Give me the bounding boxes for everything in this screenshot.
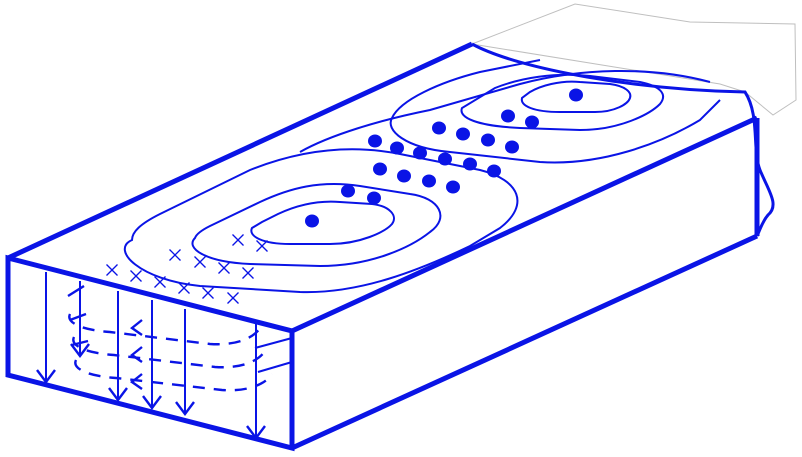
h-field-dash-segment bbox=[70, 314, 86, 320]
field-dot bbox=[373, 163, 387, 176]
field-cross bbox=[107, 265, 118, 276]
field-cross bbox=[219, 263, 230, 274]
field-cross bbox=[233, 235, 244, 246]
e-field-arrow bbox=[143, 300, 161, 408]
field-dot bbox=[367, 192, 381, 205]
field-dot bbox=[456, 128, 470, 141]
field-loops-cell-1 bbox=[125, 149, 518, 292]
field-dot bbox=[305, 215, 319, 228]
e-field-arrow bbox=[37, 272, 55, 382]
field-dot bbox=[413, 147, 427, 160]
field-dot bbox=[525, 116, 539, 129]
field-cross bbox=[170, 250, 181, 261]
field-dot bbox=[446, 181, 460, 194]
h-field-dash-segment bbox=[68, 286, 84, 296]
field-dot bbox=[481, 134, 495, 147]
field-dot bbox=[463, 158, 477, 171]
field-dot bbox=[501, 110, 515, 123]
field-dot bbox=[368, 135, 382, 148]
field-dots bbox=[305, 89, 583, 228]
h-field-dashed-line bbox=[69, 314, 260, 344]
field-cross bbox=[257, 241, 268, 252]
field-crosses bbox=[107, 235, 268, 304]
h-field-solid-segment bbox=[258, 362, 292, 372]
e-field-arrow bbox=[247, 324, 265, 438]
front-face bbox=[8, 258, 292, 448]
field-dot bbox=[505, 141, 519, 154]
field-cross bbox=[203, 288, 214, 299]
field-cross bbox=[228, 293, 239, 304]
bottom-side-edge bbox=[292, 236, 757, 448]
e-field-arrow bbox=[109, 291, 127, 400]
field-dot bbox=[341, 185, 355, 198]
h-field-solid-segment bbox=[255, 338, 292, 348]
field-dot bbox=[569, 89, 583, 102]
field-cross bbox=[131, 271, 142, 282]
field-dot bbox=[487, 165, 501, 178]
field-dot bbox=[422, 175, 436, 188]
field-dot bbox=[390, 142, 404, 155]
field-dot bbox=[397, 170, 411, 183]
field-dot bbox=[432, 122, 446, 135]
field-cross bbox=[243, 268, 254, 279]
field-cross bbox=[195, 257, 206, 268]
field-dot bbox=[438, 153, 452, 166]
